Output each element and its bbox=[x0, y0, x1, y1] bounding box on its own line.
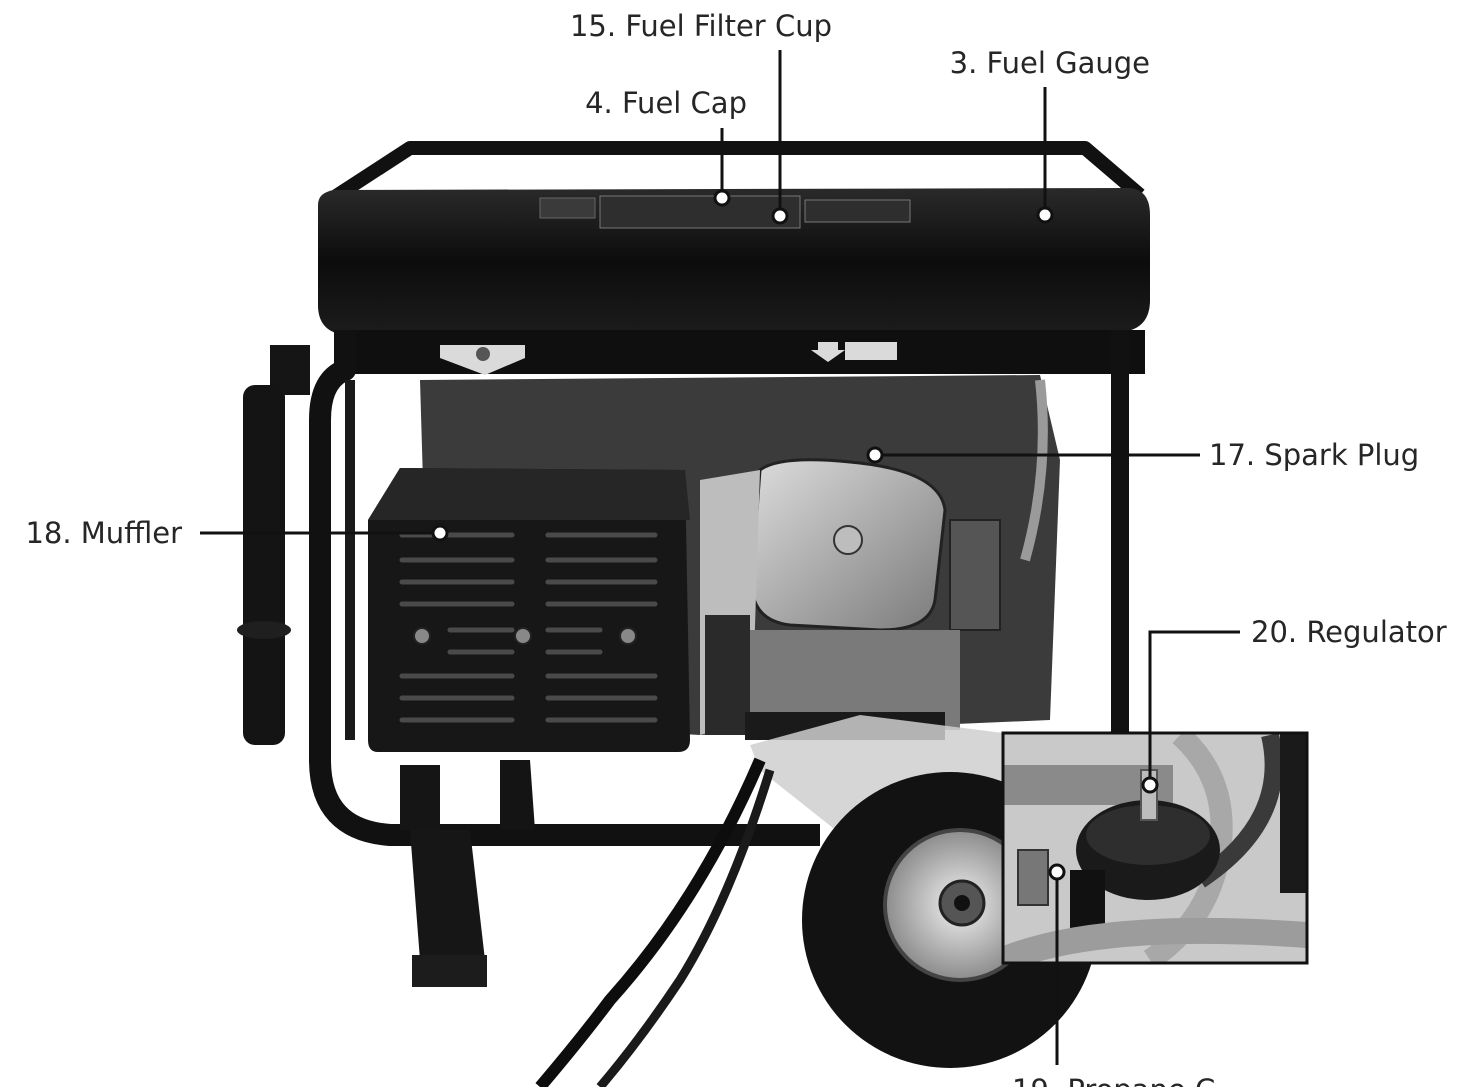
tank-decal-left bbox=[539, 197, 596, 219]
tank-decal-center bbox=[599, 195, 801, 229]
regulator-outlet bbox=[1070, 870, 1105, 930]
inset-border bbox=[1001, 731, 1309, 965]
callout-fuel-cap: 4. Fuel Cap bbox=[585, 86, 747, 207]
regulator-inset bbox=[1001, 731, 1309, 965]
marker-spark-plug bbox=[866, 446, 884, 464]
power-cord-a bbox=[535, 757, 766, 1087]
inset-base-tube bbox=[1003, 917, 1307, 963]
foot-bracket bbox=[400, 765, 440, 830]
handle-grip bbox=[243, 385, 285, 745]
callout-muffler: 18. Muffler bbox=[25, 516, 449, 550]
front-support bbox=[500, 760, 535, 830]
foot-leg bbox=[410, 830, 485, 960]
carburetor bbox=[949, 519, 1001, 631]
muffler-body bbox=[368, 468, 690, 752]
frame-side-loop bbox=[309, 330, 820, 846]
propane-fitting bbox=[1017, 849, 1049, 906]
regulator-top bbox=[1086, 805, 1210, 865]
label-fuel-cap: 4. Fuel Cap bbox=[585, 86, 747, 120]
callout-fuel-gauge: 3. Fuel Gauge bbox=[950, 46, 1150, 224]
spark-plug-decal bbox=[845, 342, 897, 360]
label-fuel-gauge: 3. Fuel Gauge bbox=[950, 46, 1150, 80]
label-propane-connector: 19. Propane C... bbox=[1012, 1073, 1243, 1087]
marker-fuel-gauge bbox=[1036, 206, 1054, 224]
power-cord-b bbox=[596, 768, 775, 1087]
label-fuel-filter-cup: 15. Fuel Filter Cup bbox=[570, 9, 832, 43]
warning-decal-icon bbox=[476, 347, 490, 361]
fuel-hose bbox=[1020, 379, 1048, 562]
label-muffler: 18. Muffler bbox=[25, 516, 182, 550]
spark-plug-decal-arrow bbox=[811, 342, 845, 362]
label-regulator: 20. Regulator bbox=[1251, 615, 1447, 649]
marker-fuel-filter-cup bbox=[771, 207, 789, 225]
muffler-bolt-right bbox=[619, 627, 637, 645]
marker-fuel-cap bbox=[713, 189, 731, 207]
muffler-bolt-middle bbox=[514, 627, 532, 645]
muffler-louvers bbox=[399, 532, 658, 723]
frame-top-back bbox=[326, 141, 1145, 206]
generator-illustration bbox=[237, 141, 1150, 1087]
callout-fuel-filter-cup: 15. Fuel Filter Cup bbox=[570, 9, 832, 225]
wheel-axle bbox=[954, 895, 970, 911]
tank-decal-right bbox=[804, 199, 911, 223]
muffler-bolt-left bbox=[413, 627, 431, 645]
marker-propane-connector bbox=[1048, 863, 1066, 881]
fuel-tank bbox=[318, 188, 1150, 335]
recoil-grille bbox=[705, 615, 750, 735]
inset-dark-edge bbox=[1280, 733, 1307, 893]
foot-pad bbox=[412, 955, 487, 987]
handle-flange bbox=[237, 621, 291, 639]
air-cleaner-nut bbox=[833, 525, 863, 555]
callout-regulator: 20. Regulator bbox=[1141, 615, 1447, 794]
inset-hose-dark bbox=[1194, 733, 1283, 888]
muffler-top bbox=[368, 468, 690, 520]
callout-spark-plug: 17. Spark Plug bbox=[866, 438, 1419, 472]
leader-regulator bbox=[1148, 630, 1240, 785]
marker-regulator bbox=[1141, 776, 1159, 794]
marker-muffler bbox=[431, 524, 449, 542]
label-spark-plug: 17. Spark Plug bbox=[1209, 438, 1419, 472]
callout-propane-connector: 19. Propane C... bbox=[1012, 863, 1243, 1087]
